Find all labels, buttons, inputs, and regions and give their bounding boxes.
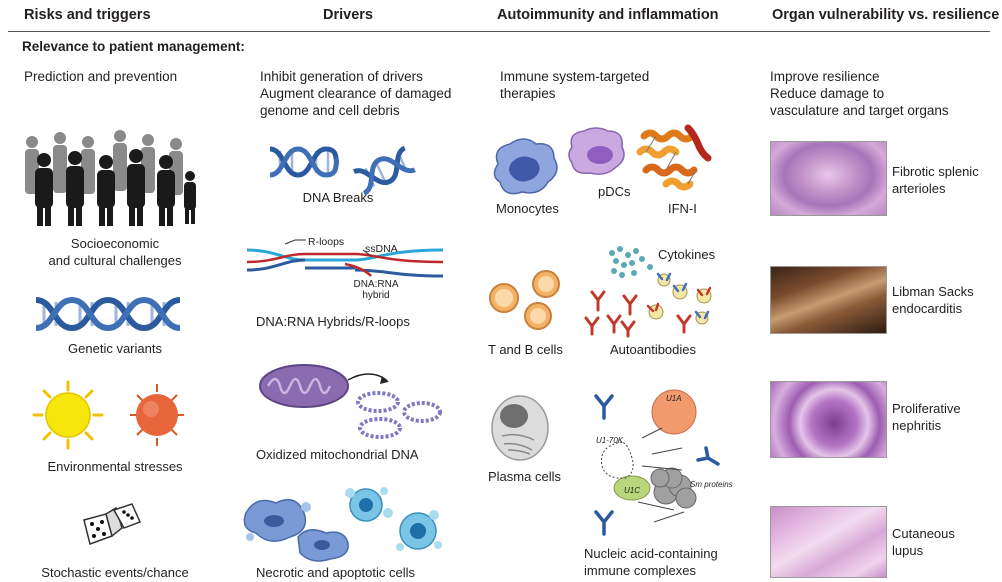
- cutaneous-lupus-image: [770, 506, 887, 578]
- crowd-silhouette-icon: [25, 130, 196, 226]
- monocyte-icon: [493, 138, 558, 195]
- organ-label-cutaneous: Cutaneous lupus: [892, 526, 955, 558]
- ssdna-annotation: ssDNA: [365, 243, 398, 255]
- driver-label-mitochondrial: Oxidized mitochondrial DNA: [256, 447, 419, 462]
- complex-label-u170k: U1-70K: [596, 436, 624, 445]
- label-tb-cells: T and B cells: [488, 342, 563, 357]
- management-drivers: Inhibit generation of drivers Augment cl…: [260, 69, 452, 118]
- relevance-title: Relevance to patient management:: [22, 39, 245, 54]
- label-ifn: IFN-I: [668, 201, 697, 216]
- management-organ: Improve resilience Reduce damage to vasc…: [770, 69, 949, 118]
- risk-label-environmental: Environmental stresses: [47, 459, 183, 474]
- header-organ: Organ vulnerability vs. resilience: [772, 7, 1000, 23]
- cytokines-icon: [609, 246, 653, 278]
- hybrid-annotation: DNA:RNA hybrid: [353, 279, 399, 301]
- header-risks: Risks and triggers: [24, 7, 151, 23]
- management-autoimmunity: Immune system-targeted therapies: [500, 69, 650, 101]
- organ-label-nephritis: Proliferative nephritis: [892, 401, 961, 433]
- risk-label-stochastic: Stochastic events/chance: [41, 565, 189, 580]
- organ-label-libman: Libman Sacks endocarditis: [892, 284, 974, 316]
- header-autoimmunity: Autoimmunity and inflammation: [497, 7, 719, 23]
- nephritis-image: [770, 381, 887, 458]
- sun-and-virus-icon: [32, 380, 184, 450]
- label-pdcs: pDCs: [598, 184, 631, 199]
- mitochondrion-icon: [259, 364, 442, 439]
- splenic-arterioles-image: [770, 141, 887, 216]
- pdc-icon: [568, 127, 625, 175]
- label-monocytes: Monocytes: [496, 201, 559, 216]
- organ-label-splenic: Fibrotic splenic arterioles: [892, 164, 979, 196]
- label-nucleic-complexes: Nucleic acid-containing immune complexes: [584, 546, 718, 578]
- complex-label-u1c: U1C: [624, 486, 641, 495]
- dna-helix-icon: [35, 296, 181, 332]
- complex-label-u1a: U1A: [666, 394, 682, 403]
- rloop-annotation: R-loops: [306, 234, 347, 251]
- header-drivers: Drivers: [323, 7, 373, 23]
- ifn-protein-icon: [636, 124, 712, 191]
- autoantibodies-icon: [584, 272, 712, 338]
- r-loop-icon: [246, 239, 444, 278]
- immune-complex-icon: [594, 389, 720, 536]
- management-risks: Prediction and prevention: [24, 69, 178, 84]
- label-cytokines: Cytokines: [658, 247, 716, 262]
- risk-label-genetic: Genetic variants: [68, 341, 162, 356]
- dice-icon: [83, 503, 142, 545]
- libman-sacks-image: [770, 266, 887, 334]
- driver-label-hybrids: DNA:RNA Hybrids/R-loops: [256, 314, 410, 329]
- risk-label-socioeconomic: Socioeconomic and cultural challenges: [48, 236, 182, 268]
- header-divider: [8, 31, 990, 32]
- driver-label-breaks: DNA Breaks: [302, 190, 374, 205]
- driver-label-necrotic: Necrotic and apoptotic cells: [256, 565, 415, 580]
- dying-cells-icon: [243, 487, 442, 562]
- plasma-cell-icon: [491, 395, 549, 461]
- broken-dna-icon: [269, 145, 416, 196]
- t-and-b-cells-icon: [489, 270, 560, 330]
- label-autoantibodies: Autoantibodies: [610, 342, 697, 357]
- complex-label-sm: Sm proteins: [690, 480, 733, 489]
- label-plasma-cells: Plasma cells: [488, 469, 561, 484]
